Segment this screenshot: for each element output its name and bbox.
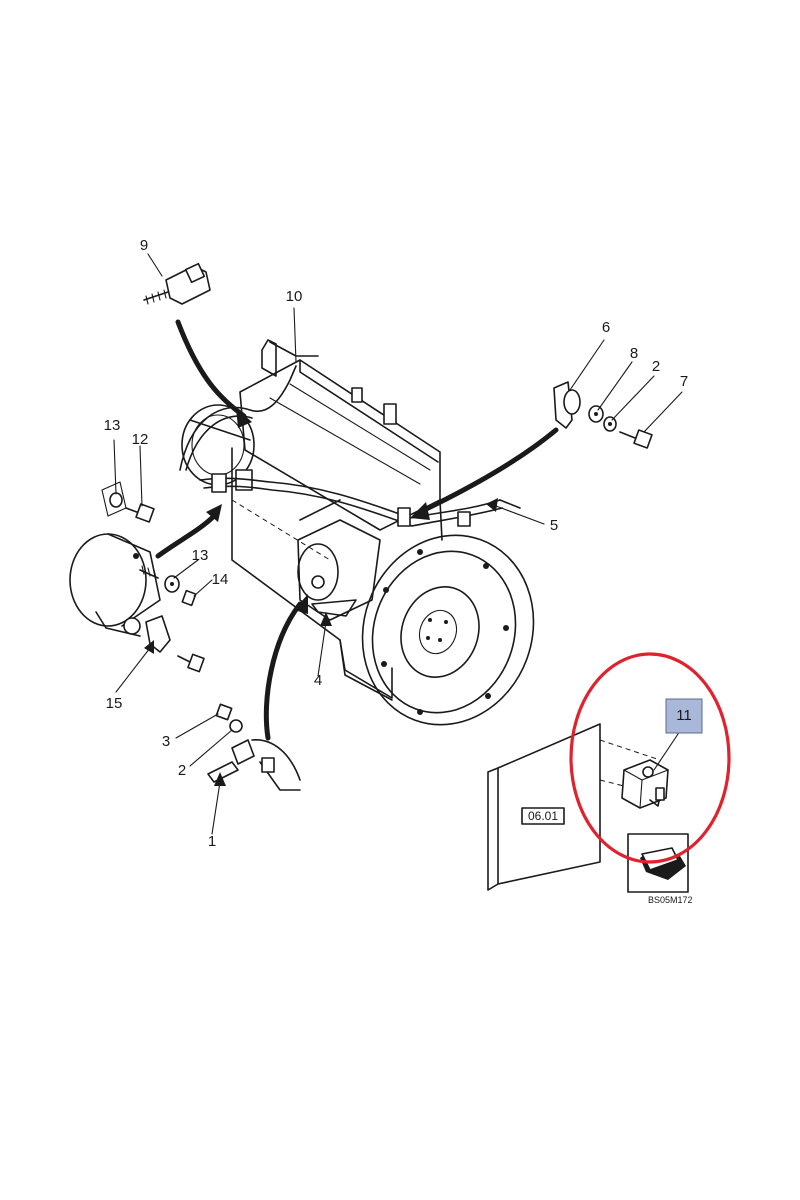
leader-lines [113,253,683,835]
callout-7: 7 [680,373,688,390]
callout-11: 11 [676,707,692,724]
callout-15: 15 [106,695,123,712]
stud [139,565,159,579]
part-11-relay [621,759,669,809]
callout-2-right: 2 [652,358,660,375]
arrow-9 [175,319,247,419]
arrow-alternator [155,513,217,559]
callout-2-left: 2 [178,762,186,779]
part-12-bolt [125,503,155,523]
inset-panel: 06.01 [487,723,661,891]
part-8-washer [588,405,604,423]
alternator-exploded [69,533,161,637]
callout-14: 14 [212,571,229,588]
callout-8: 8 [630,345,638,362]
callout-9: 9 [140,237,148,254]
callout-labels: 9 10 6 8 2 7 13 12 5 13 14 4 15 3 2 1 11 [104,237,703,850]
part-6-bracket [553,381,581,429]
callout-11-highlight [665,698,703,734]
callout-10: 10 [286,288,303,305]
callout-4: 4 [314,672,322,689]
figure-code: BS05M172 [648,895,693,905]
callout-13-top: 13 [104,417,121,434]
part-15-clamp [145,615,205,673]
callout-5: 5 [550,517,558,534]
part-2-lockwasher-right [603,416,617,432]
callout-6: 6 [602,319,610,336]
callout-3: 3 [162,733,170,750]
wiring-harness [179,365,521,527]
flywheel-housing [361,534,535,726]
arrow-6 [417,427,559,515]
callout-13-lower: 13 [192,547,209,564]
callout-12: 12 [132,431,149,448]
part-2-lockwasher-left [229,719,243,733]
part-14-nut [181,589,197,607]
part-13-washer-lower [164,575,180,593]
part-7-bolt [619,429,653,449]
highlight-ring [569,652,731,864]
starter-motor [297,499,381,621]
part-9-sensor [143,262,211,305]
part-1-terminal [207,739,301,791]
callout-1: 1 [208,833,216,850]
part-3-nut [215,703,233,721]
reference-box [521,807,565,825]
arrow-starter [263,601,303,741]
reference-box-label: 06.01 [528,809,558,823]
part-13-washer-top [101,481,127,517]
